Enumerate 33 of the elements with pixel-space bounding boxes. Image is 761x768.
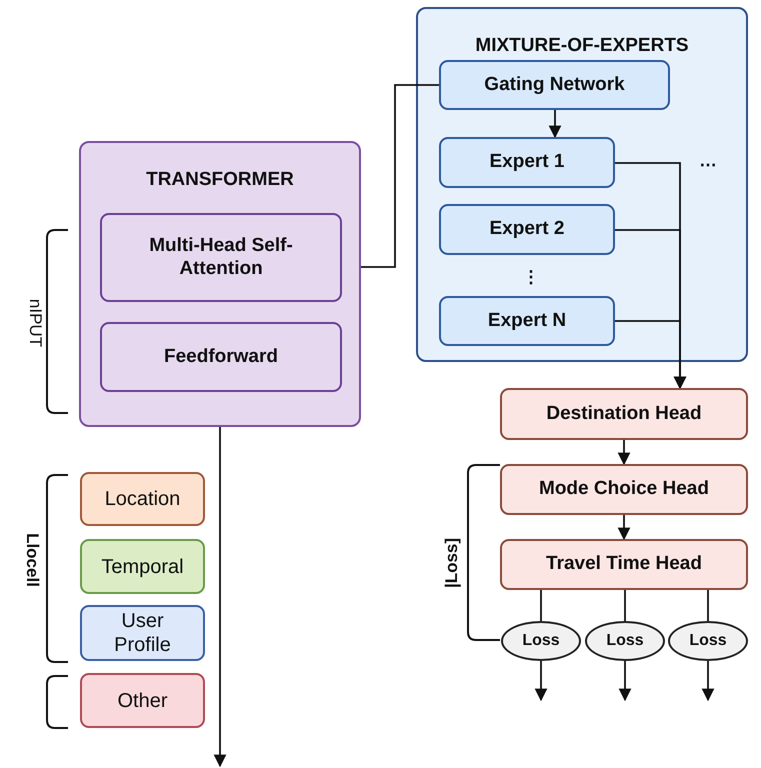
side-label: |Loss] [442, 538, 462, 588]
arrow [214, 427, 226, 768]
process-box: Expert 1 [439, 137, 615, 188]
arrow [534, 661, 548, 702]
process-box: Feedforward [100, 322, 342, 392]
container-panel [79, 141, 361, 427]
container-panel [416, 7, 748, 362]
loss-ellipse: Loss [585, 621, 665, 661]
process-box: Gating Network [439, 60, 670, 110]
input-box: Other [80, 673, 205, 728]
side-label: Llocell [22, 533, 42, 587]
loss-ellipse: Loss [501, 621, 581, 661]
arrow [615, 320, 686, 390]
panel-title: MIXTURE-OF-EXPERTS [474, 35, 690, 58]
side-label: nIPUT [25, 298, 45, 348]
arrow [702, 661, 714, 702]
arrow [548, 110, 562, 138]
arrow [618, 515, 630, 540]
process-box: Multi-Head Self-Attention [100, 213, 342, 302]
arrow [618, 440, 630, 466]
ellipsis-label: ⋮ [522, 266, 540, 288]
panel-title: TRANSFORMER [145, 169, 295, 192]
process-box: Expert 2 [439, 204, 615, 255]
input-box: Temporal [80, 539, 205, 594]
process-box: Mode Choice Head [500, 464, 748, 515]
loss-ellipse: Loss [668, 621, 748, 661]
process-box: Destination Head [500, 388, 748, 440]
process-box: Travel Time Head [500, 539, 748, 590]
process-box: Expert N [439, 296, 615, 346]
arrow [618, 661, 632, 702]
input-box: User Profile [80, 605, 205, 661]
input-box: Location [80, 472, 205, 526]
ellipsis-label: ⋯ [700, 154, 716, 176]
